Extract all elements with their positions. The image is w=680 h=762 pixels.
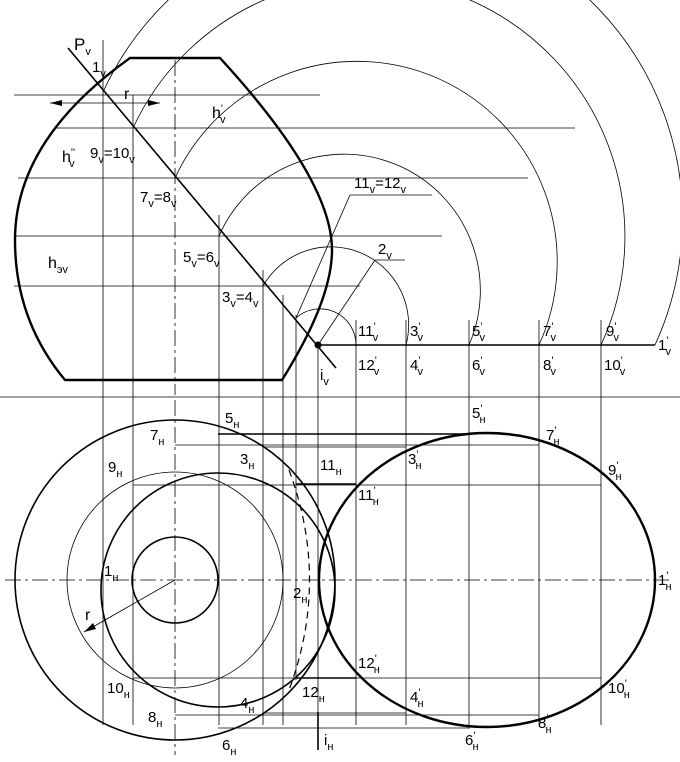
leader-11-12: [295, 194, 351, 319]
label-3pn: 3'н: [408, 449, 422, 472]
label-1pv: 1'v: [658, 335, 671, 358]
label-8pv: 8'v: [543, 355, 556, 378]
label-11v-12v: 11v=12v: [354, 175, 407, 196]
label-9pv: 9'v: [606, 321, 619, 344]
r-bottom-arrow: [84, 623, 96, 632]
r-arrow-left: [50, 100, 62, 106]
chord-lines: [133, 433, 601, 729]
plane-pv: [67, 47, 337, 369]
label-pv: Pv: [74, 35, 91, 58]
label-3v-4v: 3v=4v: [222, 289, 259, 310]
label-11pn: 11'н: [358, 485, 379, 508]
label-10pn: 10'н: [608, 678, 630, 701]
label-10pv: 10'v: [604, 355, 626, 378]
label-5pn: 5'н: [472, 403, 486, 426]
front-view: [13, 0, 680, 750]
label-5v-6v: 5v=6v: [183, 249, 220, 270]
label-12n: 12н: [302, 684, 325, 705]
label-11n: 11н: [320, 457, 342, 478]
leader-2v: [317, 259, 376, 346]
label-7pv: 7'v: [543, 321, 556, 344]
r-bottom-leader: [83, 579, 176, 633]
label-r-top: r: [124, 86, 130, 103]
label-3n: 3н: [240, 451, 254, 472]
label-iv: iv: [320, 367, 329, 388]
label-8n: 8н: [148, 709, 162, 730]
section-circle-left: [100, 472, 336, 708]
label-9v-10v: 9v=10v: [90, 145, 135, 166]
label-4pv: 4'v: [410, 355, 423, 378]
label-2n: 2н: [293, 585, 307, 606]
label-he: hэv: [48, 255, 69, 276]
label-4pn: 4'н: [410, 687, 424, 710]
label-12pn: 12'н: [358, 653, 380, 676]
label-7n: 7н: [150, 427, 164, 448]
label-4n: 4н: [240, 695, 254, 716]
label-9n: 9н: [108, 459, 122, 480]
label-7pn: 7'н: [546, 425, 560, 448]
label-9pn: 9'н: [608, 460, 622, 483]
label-5pv: 5'v: [472, 321, 485, 344]
label-1v: 1v: [92, 59, 106, 80]
label-r-bottom: r: [85, 607, 91, 624]
label-in: iн: [324, 732, 333, 753]
label-2v: 2v: [378, 241, 392, 262]
vertical-construction-lines: [102, 40, 602, 750]
labels: Pv 1v r h'v h''v 9v=10v 7v=8v 11v=12v 2v…: [48, 35, 672, 758]
label-11pv: 11'v: [358, 321, 379, 344]
point-iv: [314, 341, 322, 349]
label-1pn: 1'н: [658, 570, 672, 593]
label-3pv: 3'v: [410, 321, 423, 344]
rotation-arcs: [102, 0, 680, 346]
label-6n: 6н: [222, 737, 236, 758]
horizontal-construction-lines: [14, 94, 575, 287]
front-view-outline: [13, 56, 334, 382]
label-10n: 10н: [107, 680, 130, 701]
label-hv1: h'v: [212, 103, 226, 126]
top-view: [5, 400, 672, 755]
label-7v-8v: 7v=8v: [140, 189, 177, 210]
label-8pn: 8'н: [538, 713, 552, 736]
label-hv2: h''v: [62, 147, 75, 170]
r-arrow-right: [148, 100, 160, 106]
label-1n: 1н: [104, 563, 118, 584]
label-5n: 5н: [225, 410, 239, 431]
label-12pv: 12'v: [358, 355, 380, 378]
label-6pv: 6'v: [472, 355, 485, 378]
label-6pn: 6'н: [465, 730, 479, 753]
